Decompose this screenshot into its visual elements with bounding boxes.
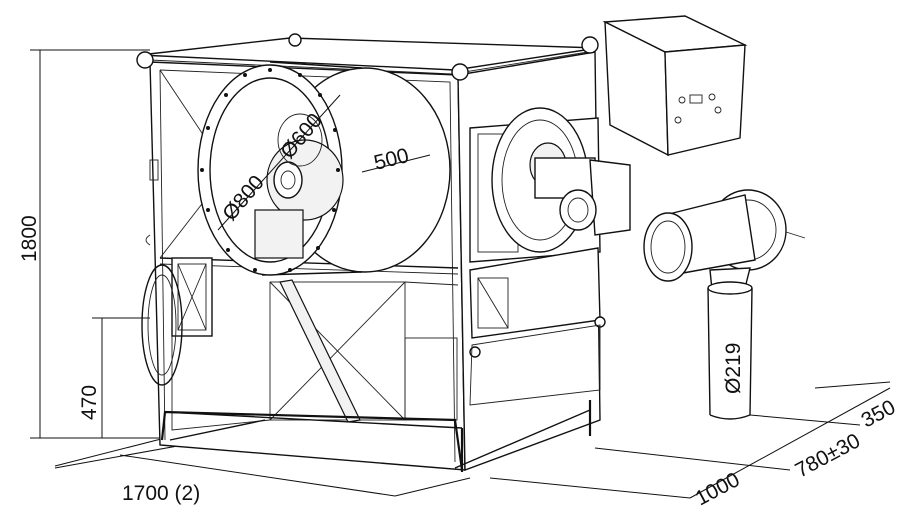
label-offset2: 350	[858, 396, 900, 433]
chimney-unit	[643, 189, 806, 420]
fan-housing	[197, 61, 451, 276]
control-box	[602, 15, 748, 157]
flange-bolts	[200, 68, 340, 272]
burner-unit	[469, 107, 631, 263]
label-width: 1700 (2)	[122, 482, 200, 505]
label-height-total: 1800	[18, 215, 41, 262]
fan-dimension-leaders	[217, 94, 431, 231]
label-offset: 780±30	[792, 429, 865, 482]
label-chimney-diameter: Ø219	[722, 343, 745, 394]
label-height-lower: 470	[78, 385, 101, 420]
right-lower-panel	[469, 247, 606, 406]
label-depth: 1000	[692, 468, 744, 508]
